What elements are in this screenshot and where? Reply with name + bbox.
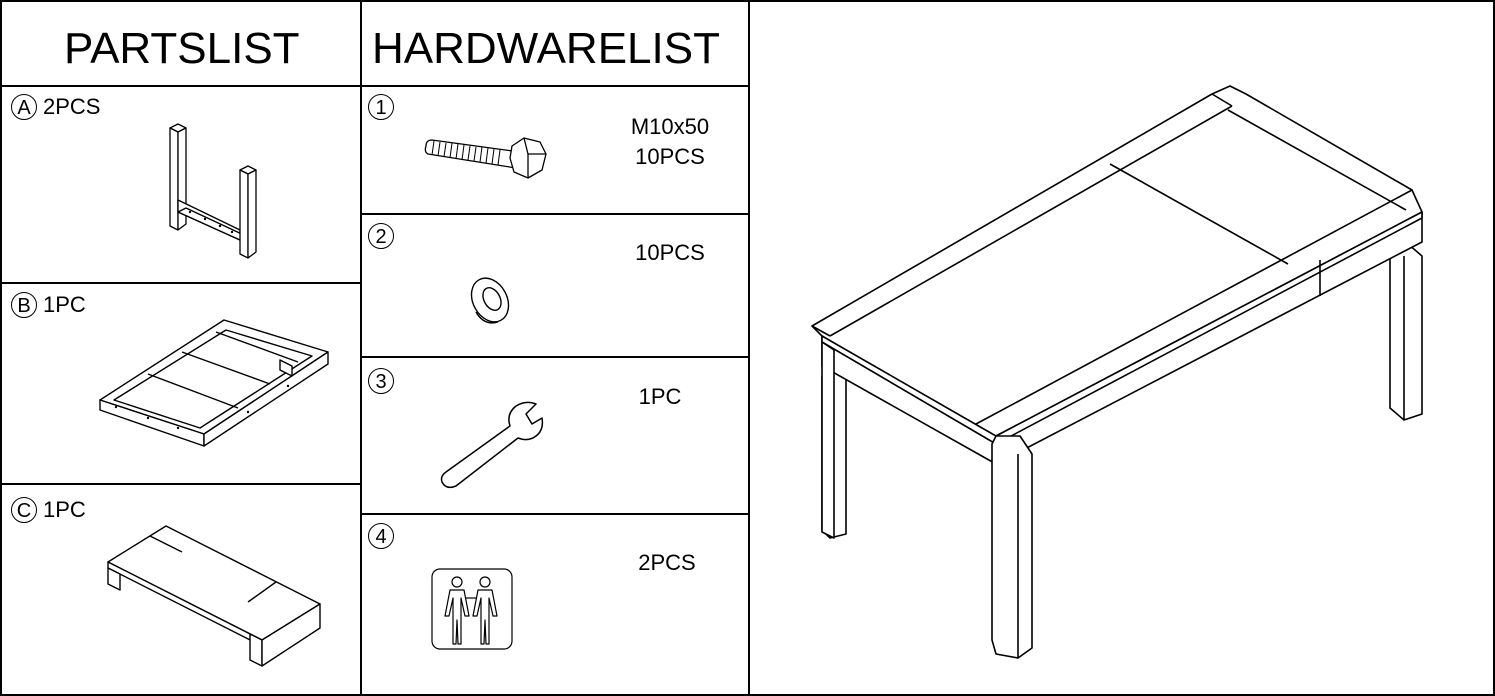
two-person-assembly-icon xyxy=(431,568,513,650)
hardware-1-spec: M10x50 xyxy=(630,114,710,139)
part-a-qty: 2PCS xyxy=(43,94,101,120)
part-a-letter: A xyxy=(11,94,37,121)
hardware-2-label: 2 xyxy=(368,222,400,250)
table-apron-frame-icon xyxy=(98,312,330,458)
hardware-4-number: 4 xyxy=(368,523,394,550)
part-b-letter: B xyxy=(11,292,37,319)
hardware-2-qty: 10PCS xyxy=(635,240,705,265)
assembled-table-icon xyxy=(800,80,1440,680)
hardware-4-qty: 2PCS xyxy=(638,550,696,575)
wrench-icon xyxy=(440,400,548,490)
washer-icon xyxy=(466,272,514,328)
u-shaped-leg-frame-icon xyxy=(160,120,270,260)
hardware-list-header: HARDWARELIST xyxy=(372,24,720,73)
part-c-letter: C xyxy=(11,497,37,524)
hardware-3-label: 3 xyxy=(368,367,400,395)
hex-bolt-icon xyxy=(424,134,550,182)
hardware-1-label: 1 xyxy=(368,93,400,121)
hardware-1-qty: 10PCS xyxy=(635,144,705,169)
extension-leaf-icon xyxy=(106,524,324,670)
hardware-3-number: 3 xyxy=(368,368,394,395)
hardware-1-number: 1 xyxy=(368,94,394,121)
hardware-4-label: 4 xyxy=(368,522,400,550)
part-b-qty: 1PC xyxy=(43,292,86,318)
parts-list-header: PARTSLIST xyxy=(64,24,300,73)
hardware-3-qty: 1PC xyxy=(638,384,682,409)
hardware-2-number: 2 xyxy=(368,223,394,250)
part-c-qty: 1PC xyxy=(43,497,86,523)
